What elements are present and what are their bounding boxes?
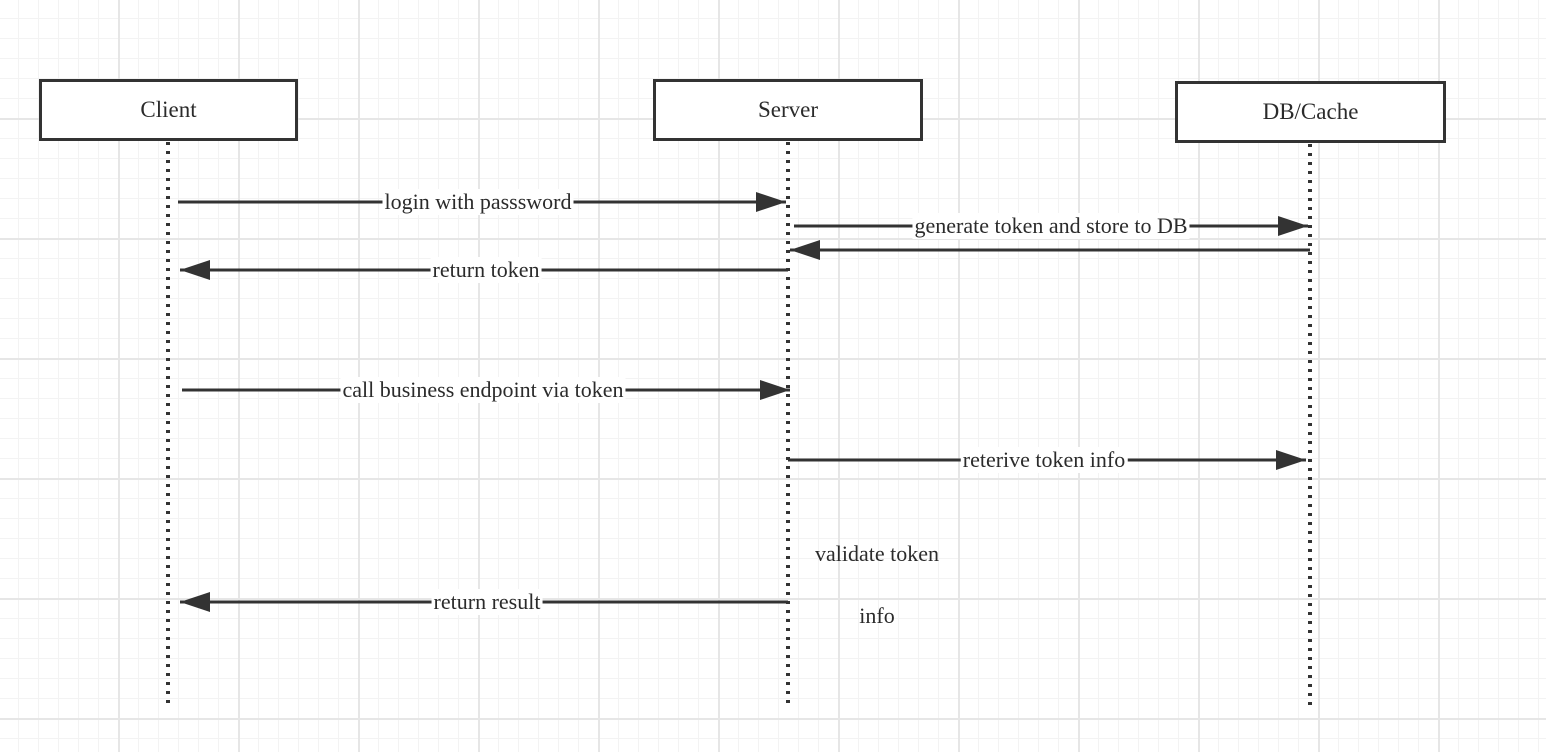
message-login-label[interactable]: login with passsword [382, 189, 574, 215]
actor-server-label: Server [757, 97, 819, 122]
message-retrieve-token-label[interactable]: reterive token info [960, 447, 1128, 473]
actor-server[interactable]: Server [653, 79, 923, 141]
actor-db-cache-label: DB/Cache [1262, 99, 1359, 124]
message-return-result-label[interactable]: return result [431, 589, 543, 615]
message-generate-token-label[interactable]: generate token and store to DB [912, 213, 1190, 239]
actor-client-label: Client [140, 97, 197, 122]
note-line-2: info [859, 603, 895, 628]
note-line-1: validate token [814, 541, 939, 566]
message-call-endpoint-label[interactable]: call business endpoint via token [340, 377, 626, 403]
note-validate-token[interactable]: validate token info [796, 507, 958, 662]
message-return-token-label[interactable]: return token [430, 257, 542, 283]
actor-client[interactable]: Client [39, 79, 298, 141]
actor-db-cache[interactable]: DB/Cache [1175, 81, 1446, 143]
